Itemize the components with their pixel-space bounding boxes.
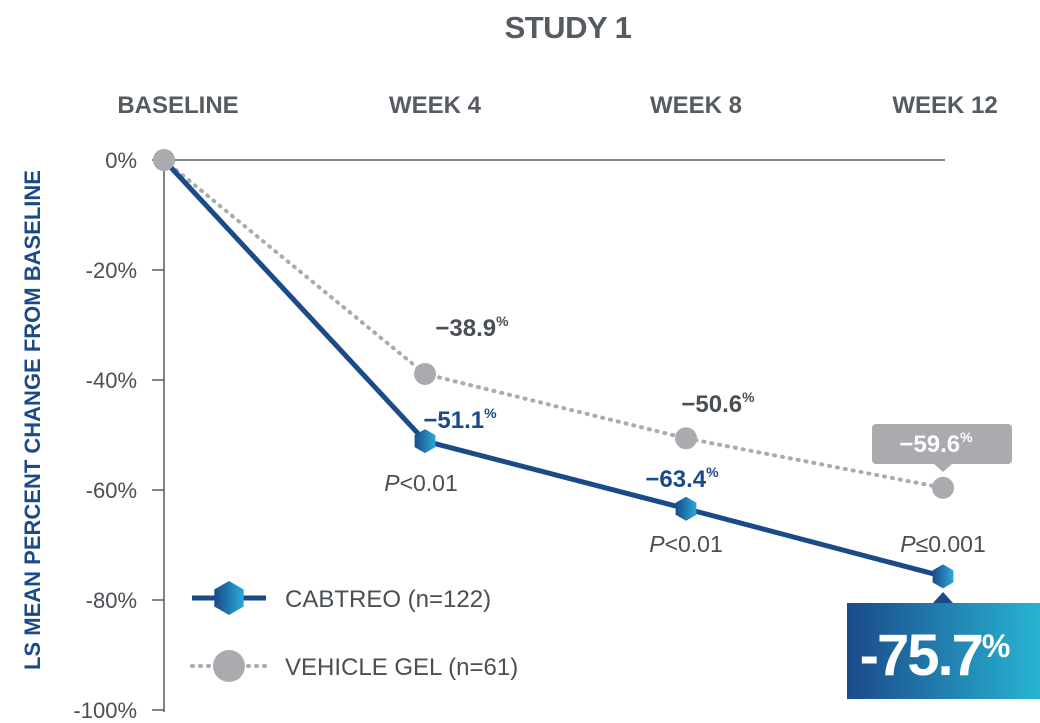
p-symbol: P: [384, 470, 400, 496]
cabtreo-point: [675, 496, 697, 521]
legend-cabtreo-label: CABTREO (n=122): [285, 586, 491, 613]
legend-cabtreo-marker: [214, 581, 244, 615]
legend-vehicle-label: VEHICLE GEL (n=61): [285, 654, 518, 681]
p-symbol: P: [900, 531, 916, 557]
column-header-1: WEEK 4: [389, 92, 482, 119]
legend-vehicle-marker: [213, 650, 245, 682]
p-symbol: P: [649, 531, 665, 557]
vehicle-label-week8: −50.6%: [681, 389, 755, 418]
y-tick-label: -80%: [86, 588, 137, 613]
highlight-box-pointer: [933, 592, 953, 603]
y-tick-label: -20%: [86, 258, 137, 283]
p-value-text: ≤0.001: [916, 531, 986, 557]
vehicle-week12-box-pointer: [934, 464, 952, 472]
p-value-week4: P<0.01: [384, 470, 458, 496]
y-tick-label: 0%: [105, 148, 137, 173]
baseline-point: [153, 149, 175, 171]
y-axis-label: LS MEAN PERCENT CHANGE FROM BASELINE: [20, 170, 45, 670]
cabtreo-point: [414, 429, 436, 454]
chart-title: STUDY 1: [505, 10, 632, 45]
column-header-2: WEEK 8: [650, 92, 742, 119]
vehicle-point: [414, 362, 436, 385]
p-value-week12: P≤0.001: [900, 531, 986, 557]
cabtreo-label-week4: −51.1%: [423, 405, 497, 434]
y-tick-label: -40%: [86, 368, 137, 393]
percent-sign: %: [960, 429, 973, 445]
p-value-week8: P<0.01: [649, 531, 723, 557]
p-value-text: <0.01: [665, 531, 723, 557]
percent-sign: %: [742, 389, 755, 405]
percent-sign: %: [484, 405, 497, 421]
vehicle-label-week4: −38.9%: [435, 313, 509, 342]
cabtreo-point: [932, 564, 954, 589]
p-value-text: <0.01: [400, 470, 458, 496]
highlight-box: [847, 603, 1040, 699]
percent-sign: %: [706, 464, 719, 480]
y-tick-label: -60%: [86, 478, 137, 503]
y-tick-label: -100%: [73, 698, 137, 723]
cabtreo-series-line: [162, 158, 944, 579]
percent-sign: %: [496, 313, 509, 329]
percent-sign: %: [982, 628, 1010, 664]
vehicle-point: [932, 476, 954, 499]
vehicle-point: [675, 427, 697, 450]
vehicle-series-line: [162, 158, 945, 490]
column-header-0: BASELINE: [117, 92, 238, 119]
cabtreo-label-week8: −63.4%: [645, 464, 719, 493]
vehicle-week12-box: [872, 424, 1012, 464]
column-header-3: WEEK 12: [892, 92, 997, 119]
